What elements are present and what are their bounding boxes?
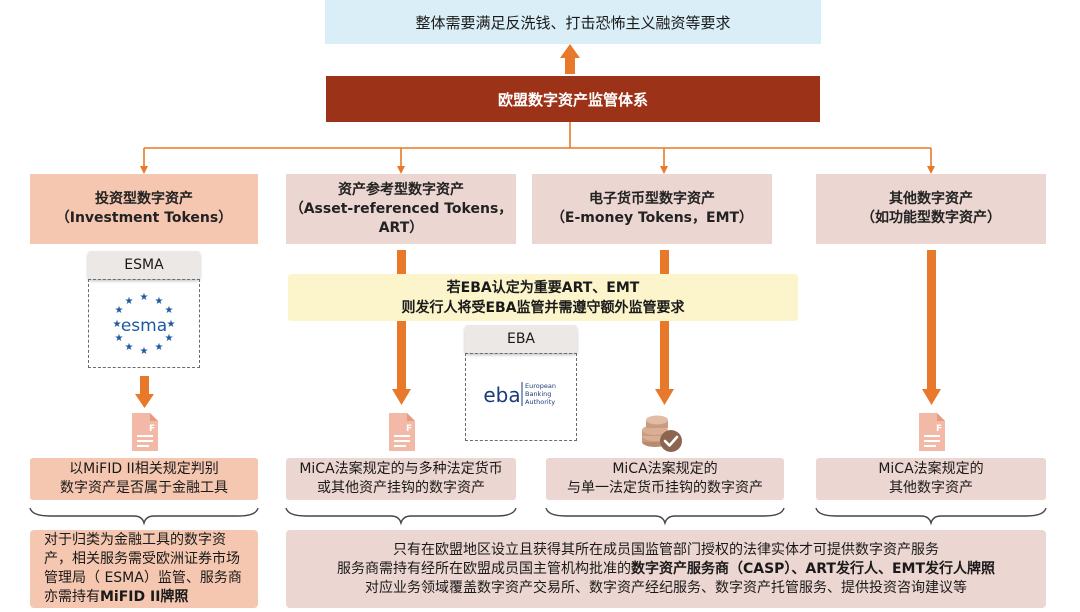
rule-box-investment: 以MiFID II相关规定判别 数字资产是否属于金融工具 <box>30 458 258 500</box>
esma-logo-frame: ★ ★ ★ ★ ★ ★ ★ ★ ★ ★ ★ ★ esma <box>88 279 200 368</box>
investment-service-plain: 对于归类为金融工具的数字资产，相关服务需受欧洲证券市场管理局（ ESMA）监管、… <box>44 532 242 605</box>
rule-box-emt: MiCA法案规定的 与单一法定货币挂钩的数字资产 <box>546 458 784 500</box>
eba-significance-notice: 若EBA认定为重要ART、EMT 则发行人将受EBA监管并需遵守额外监管要求 <box>288 274 798 321</box>
eba-label-tab: EBA <box>465 325 577 353</box>
rule-line-2: 数字资产是否属于金融工具 <box>60 480 228 496</box>
category-title: 其他数字资产 <box>889 191 973 207</box>
eba-subtext-3: Authority <box>525 398 555 406</box>
eba-subtext-1: European <box>525 382 556 390</box>
casp-line-1: 只有在欧盟地区设立且获得其所在成员国监管部门授权的法律实体才可提供数字资产服务 <box>393 541 939 558</box>
category-asset-referenced-tokens: 资产参考型数字资产 （Asset-referenced Tokens， ART） <box>286 174 516 244</box>
investment-service-note: 对于归类为金融工具的数字资产，相关服务需受欧洲证券市场管理局（ ESMA）监管、… <box>30 530 258 608</box>
svg-text:F: F <box>936 424 942 434</box>
esma-logo-text: esma <box>121 316 167 336</box>
investment-service-text: 对于归类为金融工具的数字资产，相关服务需受欧洲证券市场管理局（ ESMA）监管、… <box>44 531 244 607</box>
category-title: 投资型数字资产 <box>95 191 193 207</box>
framework-title: 欧盟数字资产监管体系 <box>497 90 648 109</box>
rule-line-2: 与单一法定货币挂钩的数字资产 <box>567 480 763 496</box>
svg-text:F: F <box>406 424 412 434</box>
svg-text:★: ★ <box>155 342 164 353</box>
eba-label: EBA <box>506 331 536 347</box>
aml-requirement-text: 整体需要满足反洗钱、打击恐怖主义融资等要求 <box>415 13 731 32</box>
category-title: 电子货币型数字资产 <box>589 191 715 207</box>
eba-logo-frame: eba European Banking Authority <box>465 353 577 441</box>
svg-text:★: ★ <box>125 342 134 353</box>
esma-label-tab: ESMA <box>88 251 200 279</box>
rule-line-2: 或其他资产挂钩的数字资产 <box>317 480 485 496</box>
casp-line-2-plain: 服务商需持有经所在欧盟成员国主管机构批准的 <box>336 560 631 577</box>
esma-logo: ★ ★ ★ ★ ★ ★ ★ ★ ★ ★ ★ ★ esma <box>113 292 176 357</box>
notice-line-2: 则发行人将受EBA监管并需遵守额外监管要求 <box>401 299 685 316</box>
esma-label: ESMA <box>124 257 164 273</box>
category-title: 资产参考型数字资产 <box>338 181 464 198</box>
framework-title-box: 欧盟数字资产监管体系 <box>326 76 820 122</box>
rule-line-2: 其他数字资产 <box>889 480 973 496</box>
svg-text:★: ★ <box>125 296 134 307</box>
document-icon: F <box>132 413 158 451</box>
category-subtitle: （Asset-referenced Tokens， <box>289 200 513 217</box>
mifid-license-text: MiFID II牌照 <box>100 589 189 605</box>
rule-line-1: MiCA法案规定的 <box>612 461 718 477</box>
rule-box-other: MiCA法案规定的 其他数字资产 <box>816 458 1046 500</box>
casp-line-3: 对应业务领域覆盖数字资产交易所、数字资产经纪服务、数字资产托管服务、提供投资咨询… <box>365 579 967 596</box>
casp-license-note: 只有在欧盟地区设立且获得其所在成员国监管部门授权的法律实体才可提供数字资产服务 … <box>286 530 1046 608</box>
category-investment-tokens: 投资型数字资产 （Investment Tokens） <box>30 174 258 244</box>
category-subtitle: （如功能型数字资产） <box>861 210 1001 226</box>
svg-text:★: ★ <box>140 346 149 357</box>
category-other-tokens: 其他数字资产 （如功能型数字资产） <box>816 174 1046 244</box>
casp-license-types: 数字资产服务商（CASP）、ART发行人、EMT发行人牌照 <box>630 560 996 577</box>
svg-text:★: ★ <box>115 333 124 344</box>
eba-subtext-2: Banking <box>525 390 551 398</box>
category-e-money-tokens: 电子货币型数字资产 （E-money Tokens，EMT） <box>532 174 772 244</box>
document-icon: F <box>389 413 415 451</box>
rule-line-1: MiCA法案规定的 <box>878 461 984 477</box>
rule-box-art: MiCA法案规定的与多种法定货币 或其他资产挂钩的数字资产 <box>286 458 516 500</box>
svg-text:★: ★ <box>115 305 124 316</box>
category-subtitle: （E-money Tokens，EMT） <box>550 210 754 226</box>
coins-check-icon <box>642 415 682 452</box>
rule-line-1: MiCA法案规定的与多种法定货币 <box>299 461 503 477</box>
rule-line-1: 以MiFID II相关规定判别 <box>69 461 219 477</box>
category-subtitle: （Investment Tokens） <box>55 210 233 226</box>
eba-logo-text: eba <box>483 383 520 407</box>
category-subtitle-2: ART） <box>378 219 424 236</box>
svg-text:★: ★ <box>113 319 122 330</box>
notice-line-1: 若EBA认定为重要ART、EMT <box>446 279 640 296</box>
svg-text:★: ★ <box>140 292 149 303</box>
svg-text:★: ★ <box>165 305 174 316</box>
eba-logo: eba European Banking Authority <box>483 382 556 407</box>
svg-text:★: ★ <box>165 333 174 344</box>
svg-text:★: ★ <box>167 319 176 330</box>
svg-text:F: F <box>149 424 155 434</box>
casp-line-2: 服务商需持有经所在欧盟成员国主管机构批准的数字资产服务商（CASP）、ART发行… <box>337 560 995 579</box>
svg-text:★: ★ <box>155 296 164 307</box>
document-icon: F <box>919 413 945 451</box>
aml-requirement-box: 整体需要满足反洗钱、打击恐怖主义融资等要求 <box>325 0 821 44</box>
